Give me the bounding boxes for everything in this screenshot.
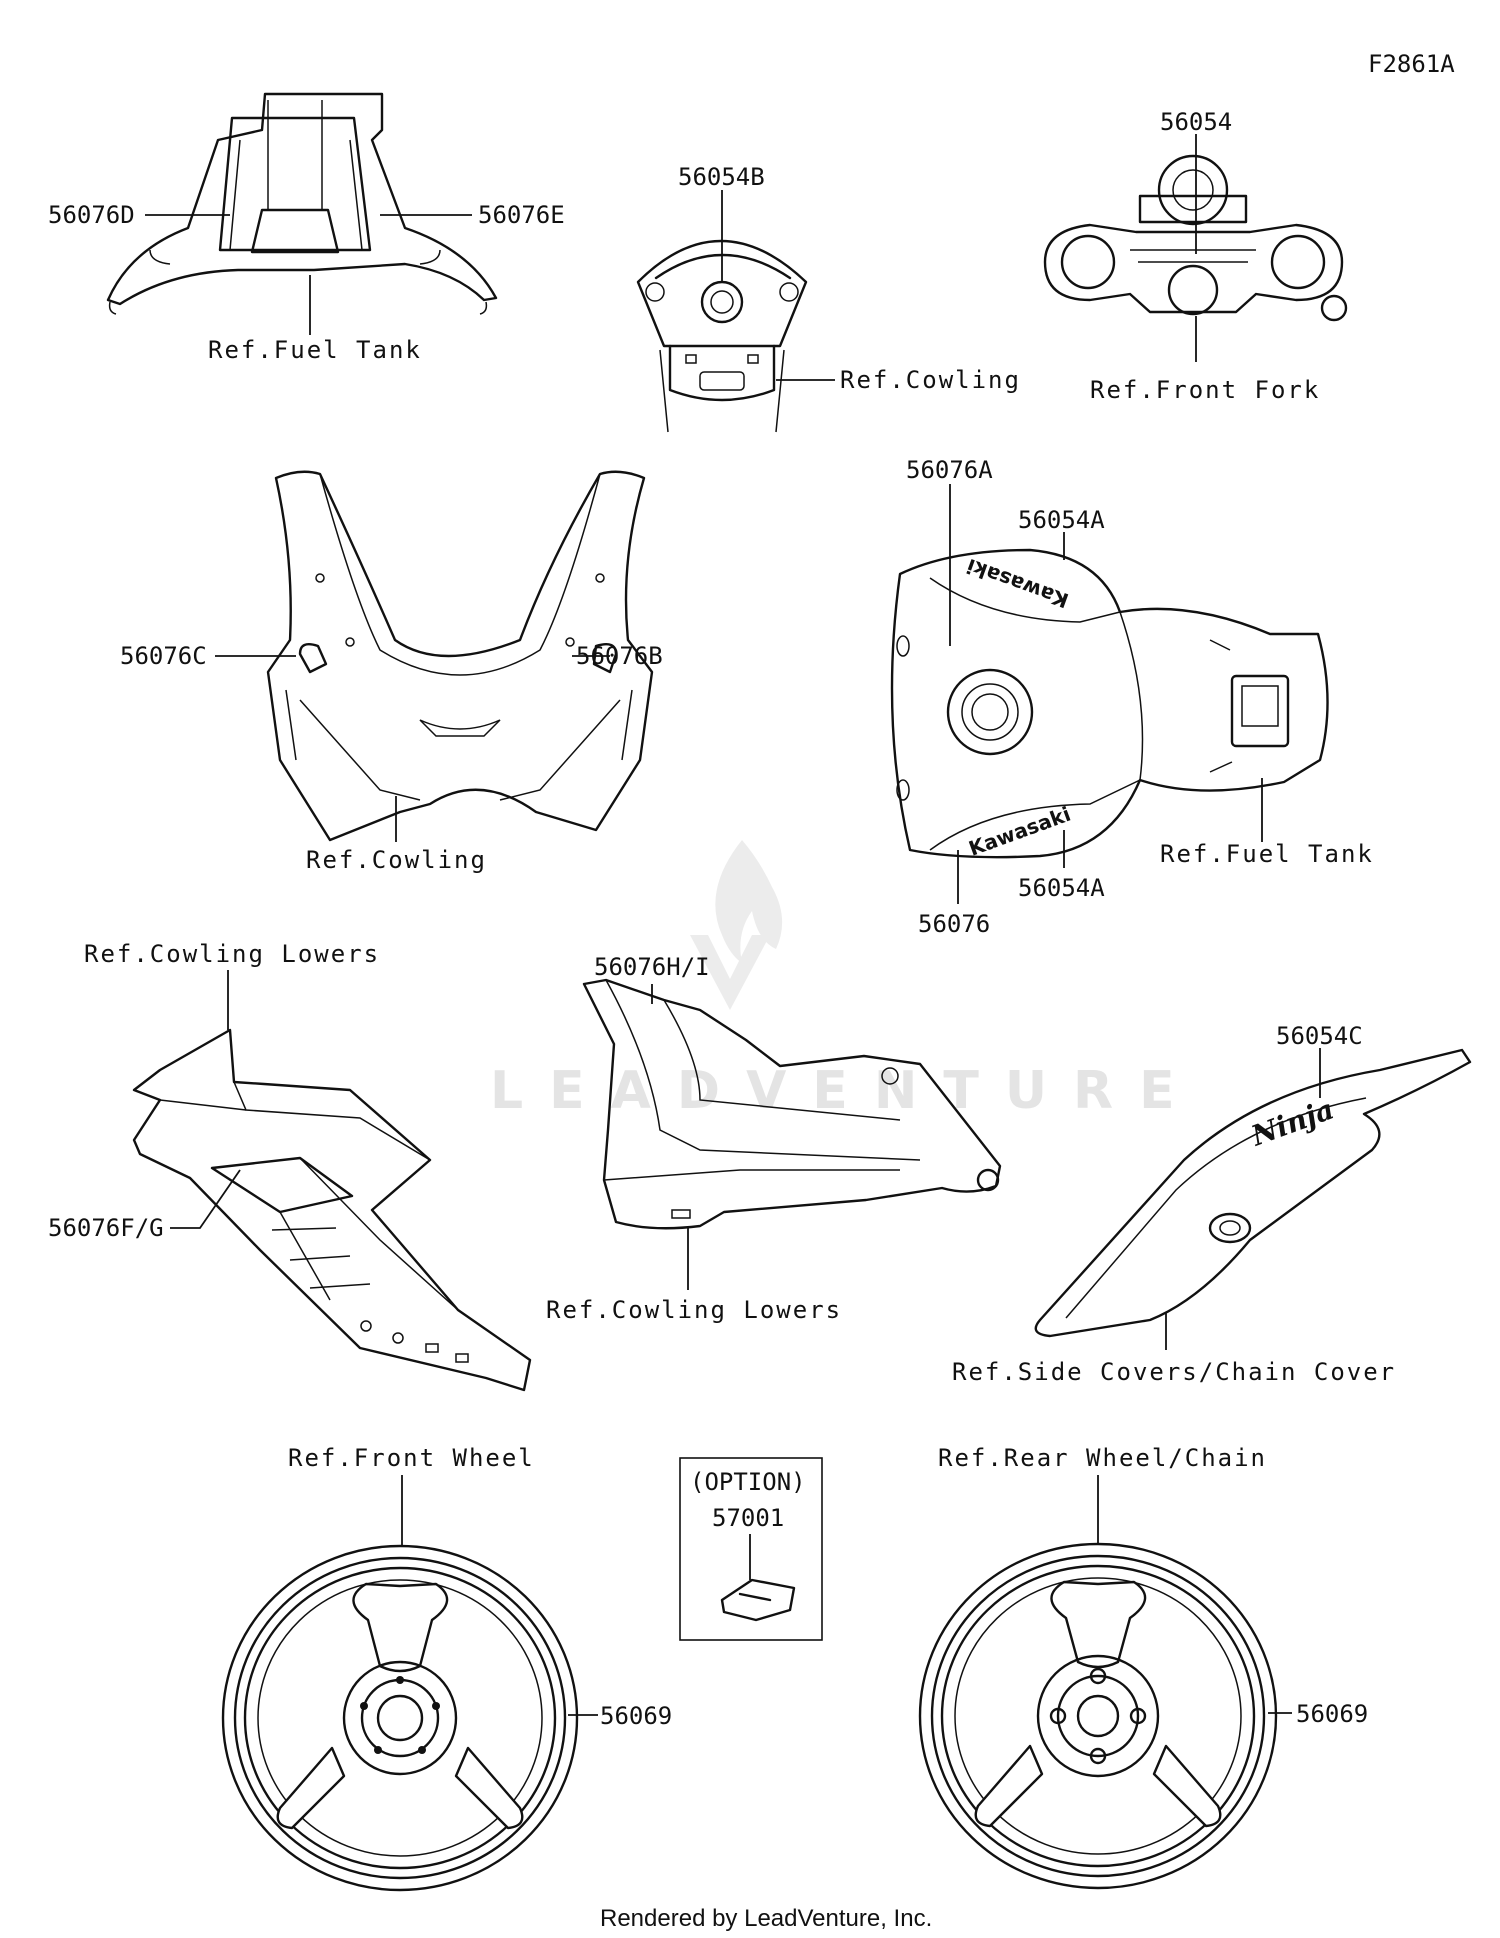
left-side-cowling-drawing — [132, 1028, 532, 1392]
lower-cowling-drawing — [582, 978, 1002, 1230]
label-56069-front: 56069 — [600, 1702, 672, 1730]
label-56076: 56076 — [918, 910, 990, 938]
label-56076E: 56076E — [478, 201, 565, 229]
label-56054A-top: 56054A — [1018, 506, 1105, 534]
label-ref-cowling-lowers-center: Ref.Cowling Lowers — [546, 1296, 842, 1324]
label-57001: 57001 — [712, 1504, 784, 1532]
label-56076B: 56076B — [576, 642, 663, 670]
side-cover-drawing — [1034, 1048, 1472, 1338]
rear-wheel-drawing — [918, 1542, 1278, 1890]
front-wheel-drawing — [221, 1544, 579, 1892]
label-56054A-bottom: 56054A — [1018, 874, 1105, 902]
label-ref-fuel-tank-mid: Ref.Fuel Tank — [1160, 840, 1374, 868]
label-ref-fuel-tank-top: Ref.Fuel Tank — [208, 336, 422, 364]
label-56076D: 56076D — [48, 201, 135, 229]
v-logo-mark — [690, 935, 770, 1010]
option-box: (OPTION) 57001 — [679, 1457, 823, 1641]
label-56069-rear: 56069 — [1296, 1700, 1368, 1728]
label-56076C: 56076C — [120, 642, 207, 670]
diagram-code: F2861A — [1368, 50, 1455, 78]
label-56076FG: 56076F/G — [48, 1214, 164, 1242]
fuel-tank-cover-drawing — [106, 92, 498, 315]
label-56076A: 56076A — [906, 456, 993, 484]
meter-cover-drawing — [636, 239, 808, 433]
decal-ninja: Ninja — [1246, 1093, 1338, 1153]
label-ref-cowling-top: Ref.Cowling — [840, 366, 1021, 394]
label-ref-rear-wheel: Ref.Rear Wheel/Chain — [938, 1444, 1267, 1472]
label-56054: 56054 — [1160, 108, 1232, 136]
label-ref-cowling-lowers-left: Ref.Cowling Lowers — [84, 940, 380, 968]
label-56054B: 56054B — [678, 163, 765, 191]
triple-clamp-drawing — [1043, 154, 1348, 322]
label-ref-front-wheel: Ref.Front Wheel — [288, 1444, 535, 1472]
option-clip-drawing — [720, 1578, 796, 1622]
label-option: (OPTION) — [690, 1468, 806, 1496]
label-56054C: 56054C — [1276, 1022, 1363, 1050]
label-ref-cowling-mid: Ref.Cowling — [306, 846, 487, 874]
label-ref-front-fork: Ref.Front Fork — [1090, 376, 1320, 404]
label-56076HI: 56076H/I — [594, 953, 710, 981]
leader-56076FG — [170, 1169, 241, 1229]
flame-logo-mark — [715, 840, 783, 963]
fuel-tank-drawing — [890, 548, 1329, 859]
watermark-text: LEADVENTURE — [490, 1061, 1201, 1121]
decal-kawasaki-bottom: Kawasaki — [966, 802, 1074, 861]
label-ref-side-covers: Ref.Side Covers/Chain Cover — [952, 1358, 1396, 1386]
leadventure-watermark: LEADVENTURE — [490, 840, 1201, 1121]
upper-cowling-drawing — [266, 470, 654, 842]
footer-credit: Rendered by LeadVenture, Inc. — [600, 1905, 932, 1932]
